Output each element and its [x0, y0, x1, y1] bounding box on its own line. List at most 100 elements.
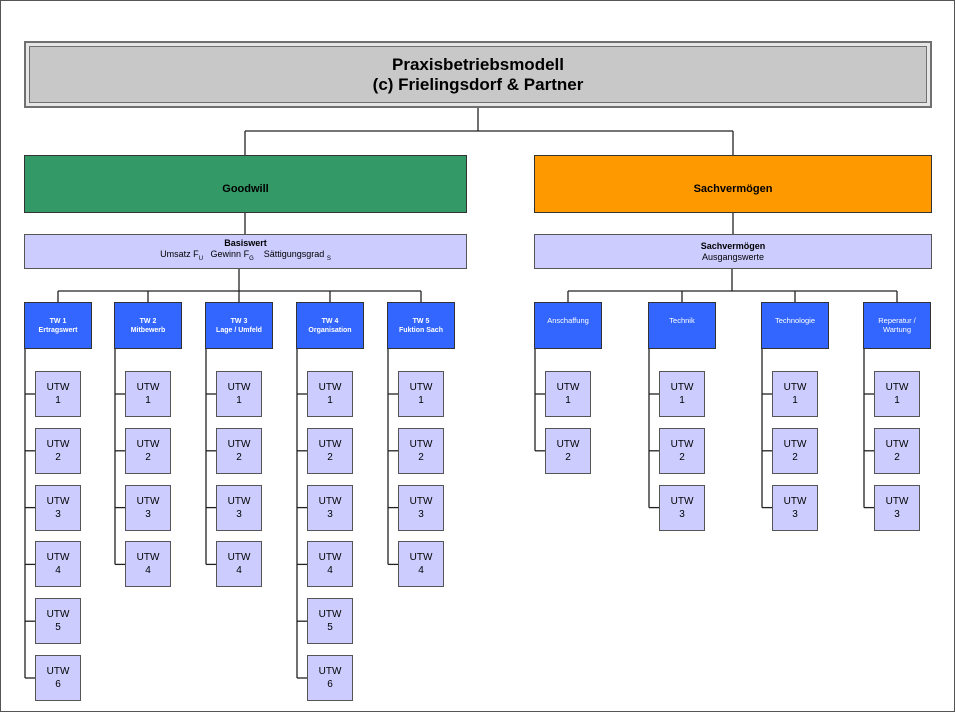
- utw-label: UTW: [409, 438, 433, 450]
- utw-label: UTW: [227, 495, 251, 507]
- tw-label-line1: TW 2: [139, 317, 157, 325]
- utw-number: 1: [679, 395, 685, 406]
- utw-number: 6: [327, 679, 333, 690]
- goodwill-base-box: Basiswert Umsatz FU Gewinn FG Sättigungs…: [24, 234, 467, 269]
- utw-label: UTW: [409, 382, 433, 393]
- utw-number: 4: [236, 565, 242, 577]
- utw-label: UTW: [318, 552, 342, 564]
- tw-label-line1: TW 3: [230, 317, 248, 325]
- utw-label: UTW: [46, 666, 70, 677]
- utw-number: 3: [792, 508, 798, 520]
- utw-label: UTW: [318, 495, 342, 507]
- utw-label: UTW: [556, 382, 580, 393]
- utw-label: UTW: [46, 382, 70, 393]
- utw-label: UTW: [46, 438, 70, 450]
- utw-number: 1: [418, 395, 424, 406]
- utw-number: 3: [679, 508, 685, 520]
- gewinn-sub: G: [249, 255, 254, 262]
- utw-number: 2: [894, 451, 900, 463]
- utw-label: UTW: [783, 495, 807, 507]
- tw-label-line2: Mitbewerb: [130, 326, 166, 334]
- utw-number: 4: [55, 565, 61, 577]
- tw-label-line1: Technologie: [774, 316, 816, 325]
- utw-number: 3: [236, 508, 242, 520]
- utw-label: UTW: [136, 382, 160, 393]
- sach-base-box: Sachvermögen Ausgangswerte: [534, 234, 932, 269]
- utw-label: UTW: [409, 495, 433, 507]
- utw-label: UTW: [885, 382, 909, 393]
- sach-base-subtitle: Ausgangswerte: [701, 251, 765, 262]
- tw-label-line2: Fuktion Sach: [399, 326, 443, 334]
- tw-label-line1: Anschaffung: [547, 316, 589, 325]
- umsatz-label: Umsatz F: [160, 249, 199, 260]
- sach-tw-3: Technologie: [761, 302, 829, 349]
- tw-label-line2: Wartung: [882, 325, 912, 334]
- sach-tw-4: Reperatur /Wartung: [863, 302, 931, 349]
- utw-label: UTW: [46, 552, 70, 564]
- utw-label: UTW: [136, 495, 160, 507]
- utw-label: UTW: [46, 609, 70, 621]
- utw-number: 1: [327, 395, 333, 406]
- utw-label: UTW: [556, 438, 580, 450]
- saettigung-sub: S: [326, 255, 331, 262]
- tw-label-line1: Technik: [669, 316, 695, 325]
- goodwill-utw-3-1: UTW 1: [216, 371, 262, 417]
- utw-number: 4: [418, 565, 424, 577]
- goodwill-box: Goodwill: [24, 155, 467, 213]
- utw-number: 4: [145, 565, 151, 577]
- utw-number: 1: [894, 395, 900, 406]
- utw-label: UTW: [409, 552, 433, 564]
- utw-label: UTW: [136, 552, 160, 564]
- goodwill-utw-5-1: UTW 1: [398, 371, 444, 417]
- utw-number: 2: [55, 451, 61, 463]
- title-line2: (c) Frielingsdorf & Partner: [372, 74, 584, 94]
- sachvermoegen-box: Sachvermögen: [534, 155, 932, 213]
- utw-number: 2: [418, 451, 424, 463]
- utw-label: UTW: [783, 438, 807, 450]
- utw-number: 2: [236, 451, 242, 463]
- utw-number: 1: [236, 395, 242, 406]
- utw-number: 3: [418, 508, 424, 520]
- utw-label: UTW: [227, 382, 251, 393]
- utw-number: 3: [327, 508, 333, 520]
- utw-label: UTW: [885, 438, 909, 450]
- utw-number: 5: [55, 622, 61, 634]
- sach-utw-4-1: UTW 1: [874, 371, 920, 417]
- utw-label: UTW: [227, 552, 251, 564]
- utw-label: UTW: [136, 438, 160, 450]
- tw-label-line2: Organisation: [308, 326, 352, 334]
- utw-number: 3: [55, 508, 61, 520]
- utw-label: UTW: [318, 609, 342, 621]
- utw-label: UTW: [227, 438, 251, 450]
- sach-base-title: Sachvermögen: [700, 240, 766, 251]
- tw-label-line1: TW 5: [412, 317, 430, 325]
- utw-number: 2: [679, 451, 685, 463]
- tw-label-line1: TW 1: [49, 317, 67, 325]
- utw-label: UTW: [318, 438, 342, 450]
- umsatz-sub: U: [198, 255, 204, 262]
